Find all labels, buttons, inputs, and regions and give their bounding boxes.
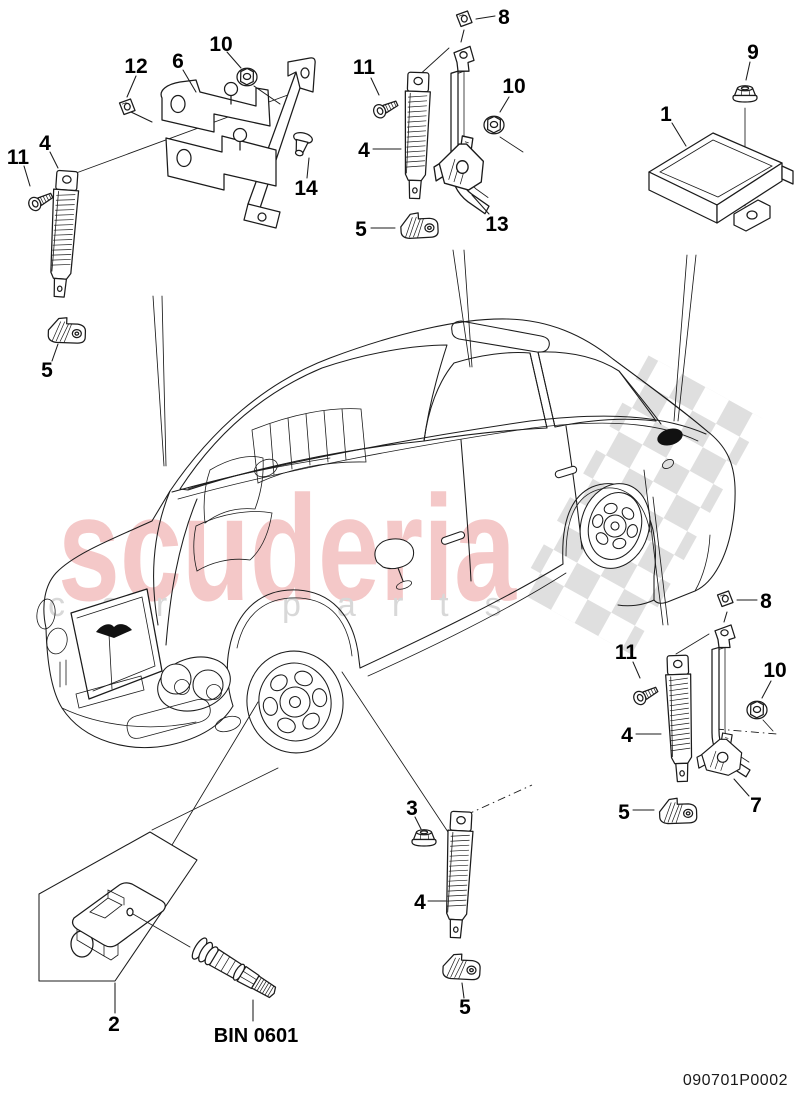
callout-5-bottom: 5 [459,996,471,1019]
part-foot-5-top-middle [399,211,440,240]
callout-5-right: 5 [618,801,630,824]
callout-4-top-middle: 4 [358,139,370,162]
callout-4-bottom: 4 [414,891,426,914]
car-body-outline [43,318,736,629]
callout-4-top-left: 4 [39,132,51,155]
part-screw-11-right [630,682,661,708]
side-mirror [374,538,415,570]
part-foot-5-top-left [47,316,87,345]
radiator-grille [70,588,163,700]
location-leader-lines [151,249,778,846]
part-nut-10-right [746,700,768,720]
part-rivet-14 [288,130,315,159]
callout-1: 1 [660,103,672,126]
callout-8-top-middle: 8 [498,6,510,29]
callout-10-top-left: 10 [209,33,232,56]
callout-9: 9 [747,41,759,64]
bentley-badge [96,624,132,638]
part-nut-3 [411,829,437,847]
part-screw-11-top-left [25,188,56,214]
cluster-top-left: 12 6 10 14 11 4 5 [7,33,318,382]
callout-5-top-middle: 5 [355,218,367,241]
part-nut-10-top-left [236,67,258,87]
callout-12: 12 [124,55,147,78]
steering-wheel [254,458,278,478]
part-clip-8-right [716,590,734,608]
windscreen [179,344,448,491]
part-bracket-7 [696,732,743,776]
part-strap-4-top-middle [400,71,432,200]
callout-14: 14 [294,177,318,200]
front-door-handle [440,531,466,545]
cluster-bottom-left: 2 BIN 0601 [38,831,299,1047]
cluster-top-middle: 8 11 4 10 13 5 [353,6,526,241]
drawing-number: 090701P0002 [683,1072,788,1089]
rear-wheel [579,483,651,569]
sensor-detail-box [38,831,198,982]
front-wheel [246,650,344,754]
car-interior [187,408,367,572]
part-bracket-13 [433,135,485,191]
callout-10-right: 10 [763,659,786,682]
part-bracket-6 [160,57,316,229]
module-location-marker [657,428,683,446]
callout-13: 13 [485,213,508,236]
part-strap-4-right [664,654,696,783]
part-module-1 [648,132,794,232]
callout-3: 3 [406,797,418,820]
callout-7: 7 [750,794,762,817]
part-foot-5-right [658,796,698,825]
part-sensor-2 [70,882,166,961]
part-strap-4-top-left [45,169,81,299]
watermark-word-parts: parts [282,586,538,624]
cluster-right: 8 11 10 4 7 5 [615,590,787,825]
part-foot-5-bottom [441,952,482,981]
callout-2: 2 [108,1013,120,1036]
car-illustration [36,318,736,754]
callout-4-right: 4 [621,724,633,747]
callout-bin-0601: BIN 0601 [214,1025,299,1047]
part-clip-8-top-middle [455,10,473,28]
part-nut-10-top-middle [483,115,505,135]
cluster-top-right: 9 1 [648,41,794,232]
callout-5-top-left: 5 [41,359,53,382]
callout-8-right: 8 [760,590,772,613]
rear-door-handle [554,465,578,479]
callout-11-top-middle: 11 [353,56,376,79]
part-clip-12 [118,98,136,116]
callout-10-top-middle: 10 [502,75,525,98]
callout-6: 6 [172,50,184,73]
watermark: scuderia car parts [48,355,763,655]
headlights [36,598,231,712]
callout-11-right: 11 [615,641,638,664]
cluster-bottom-middle: 3 4 5 [406,797,482,1019]
sunroof [451,320,550,353]
part-valve-stem [191,937,277,999]
part-nut-9 [732,85,758,103]
callout-11-top-left: 11 [7,146,30,169]
part-screw-11-top-middle [370,96,401,121]
